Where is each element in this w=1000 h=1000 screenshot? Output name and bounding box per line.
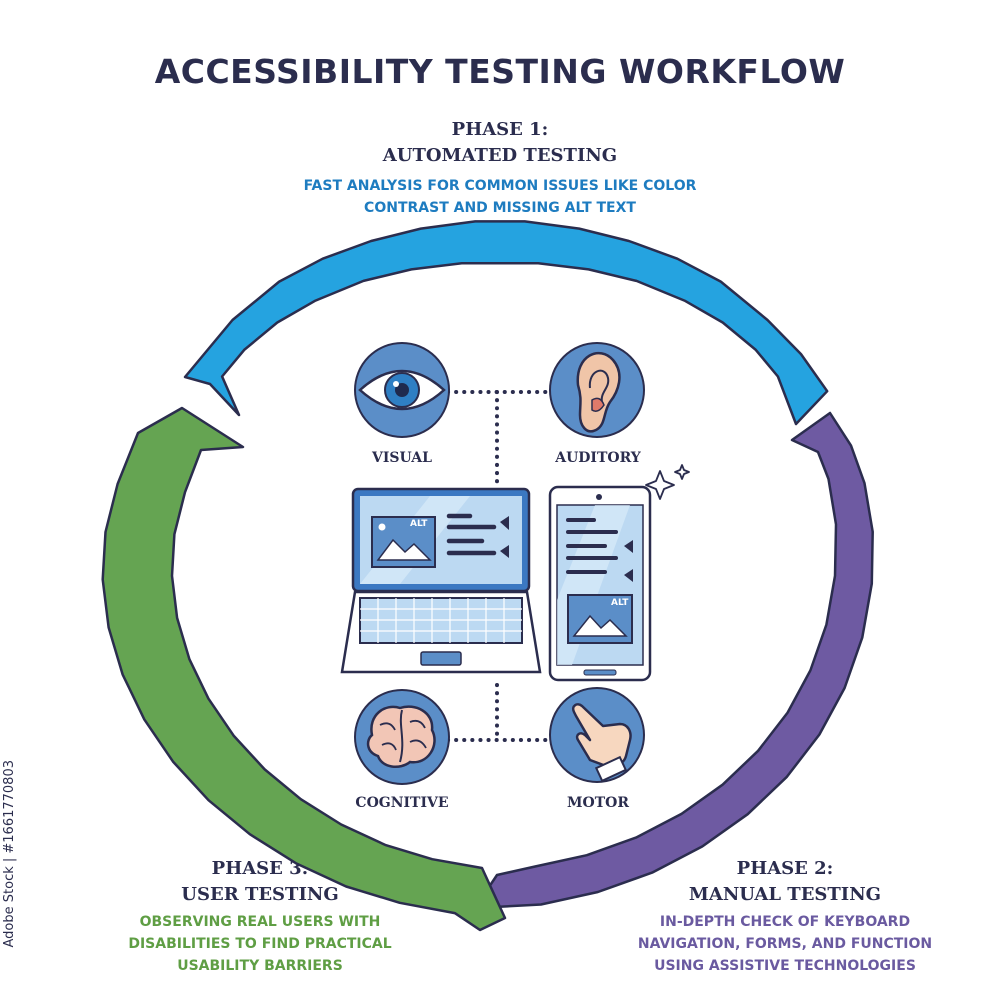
phase-3-title: USER TESTING [181,884,339,905]
phase-3-desc-line: OBSERVING REAL USERS WITH [139,914,381,930]
phase-1-desc-line: CONTRAST AND MISSING ALT TEXT [364,200,636,216]
phase-1-description: FAST ANALYSIS FOR COMMON ISSUES LIKE COL… [200,175,800,219]
phase-3-description: OBSERVING REAL USERS WITH DISABILITIES T… [70,911,450,977]
phase-2-heading: PHASE 2: MANUAL TESTING [635,856,935,908]
ear-icon [549,342,645,438]
pointing-hand-icon [549,687,645,783]
phase-3-heading: PHASE 3: USER TESTING [110,856,410,908]
phase-3-desc-line: DISABILITIES TO FIND PRACTICAL [128,936,392,952]
cognitive-label: COGNITIVE [355,795,449,811]
phase-2-desc-line: USING ASSISTIVE TECHNOLOGIES [654,958,916,974]
motor-label: MOTOR [567,795,629,811]
phase-3-arrow [101,406,507,932]
phase-1-arrow [183,220,829,426]
sparkle-icon [645,464,690,500]
phase-3-desc-line: USABILITY BARRIERS [177,958,343,974]
phase-1-heading: PHASE 1: AUTOMATED TESTING [300,117,700,169]
page-title: ACCESSIBILITY TESTING WORKFLOW [154,52,846,91]
laptop-icon [340,487,542,674]
phase-3-number: PHASE 3: [211,858,309,879]
phase-2-number: PHASE 2: [736,858,834,879]
brain-icon [354,689,450,785]
visual-label: VISUAL [371,450,432,466]
phase-2-title: MANUAL TESTING [688,884,882,905]
phase-1-title: AUTOMATED TESTING [382,145,618,166]
phase-2-description: IN-DEPTH CHECK OF KEYBOARD NAVIGATION, F… [600,911,970,977]
phase-1-number: PHASE 1: [451,119,549,140]
phase-2-desc-line: NAVIGATION, FORMS, AND FUNCTION [637,936,933,952]
connector-lines [446,390,552,742]
eye-icon [354,342,450,438]
auditory-label: AUDITORY [555,450,641,466]
smartphone-icon [548,485,652,682]
stock-watermark: Adobe Stock | #1661770803 [2,760,17,948]
laptop-alt-badge: ALT [410,519,428,529]
phase-2-desc-line: IN-DEPTH CHECK OF KEYBOARD [659,914,911,930]
phone-alt-badge: ALT [611,598,629,608]
phase-1-desc-line: FAST ANALYSIS FOR COMMON ISSUES LIKE COL… [303,178,697,194]
